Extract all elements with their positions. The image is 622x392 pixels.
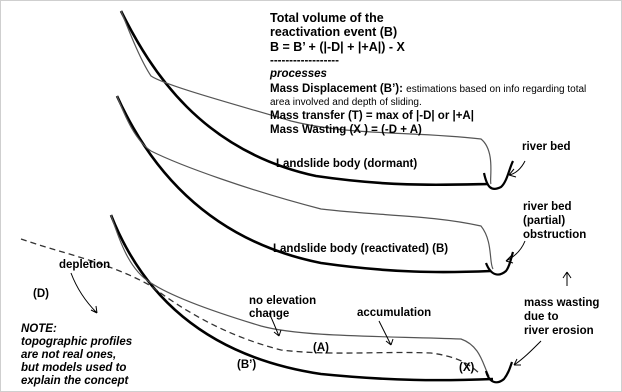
accumulation-label: accumulation	[357, 307, 432, 319]
note-heading: NOTE:	[21, 323, 57, 335]
processes-heading: processes	[270, 68, 327, 80]
profile-3-mass-wasting-arrow	[513, 340, 542, 366]
profile-2-up-arrow	[562, 271, 572, 286]
profile-3-depletion-arrow	[70, 272, 98, 314]
mass-displacement-label: Mass Displacement (B’):	[270, 83, 403, 95]
mass-displacement-desc-2: area involved and depth of sliding.	[270, 97, 422, 108]
profile-2-topography	[116, 95, 494, 270]
river-bed-label-1: river bed	[522, 141, 571, 153]
d-marker: (D)	[33, 288, 49, 300]
profile-3-new-topography	[110, 214, 490, 377]
landslide-dormant-label: Landslide body (dormant)	[276, 158, 418, 170]
note-line-2: topographic profiles	[21, 336, 133, 348]
profile-3-no-change-arrow	[268, 312, 282, 337]
formula-separator: ------------------	[270, 55, 339, 67]
profile-3-accumulation-arrow	[378, 320, 394, 346]
formula-equation: B = B’ + (|-D| + |+A|) - X	[270, 40, 405, 54]
note-line-4: but models used to	[21, 362, 127, 374]
profile-2-failure-surface	[115, 95, 492, 274]
note-line-5: explain the concept	[21, 375, 129, 387]
mass-wasting-label-1: mass wasting	[524, 297, 600, 309]
obstruction-label: obstruction	[523, 229, 587, 241]
no-elevation-label-1: no elevation	[249, 295, 317, 307]
formula-title-line-2: reactivation event (B)	[270, 25, 398, 39]
profile-3-failure-surface	[109, 214, 494, 382]
profile-2-river-arrow	[505, 240, 526, 264]
profile-1-failure-surface	[119, 10, 489, 187]
mass-displacement-desc-1: estimations based on info regarding tota…	[406, 84, 587, 95]
landslide-reactivated-label: Landslide body (reactivated) (B)	[273, 243, 449, 255]
b-prime-marker: (B’)	[237, 359, 257, 371]
mass-wasting-formula: Mass Wasting (X ) = (-D + A)	[270, 124, 422, 136]
note-line-3: are not real ones,	[21, 349, 117, 361]
profile-1-river-bed	[482, 160, 514, 190]
profile-1-river-arrow	[508, 160, 526, 178]
mass-wasting-label-3: river erosion	[524, 325, 594, 337]
x-marker: (X)	[459, 362, 475, 374]
profile-3-old-topography-dashed	[20, 238, 480, 374]
formula-title-line-1: Total volume of the	[270, 11, 384, 25]
mass-wasting-label-2: due to	[524, 311, 559, 323]
river-bed-label-2: river bed	[523, 201, 572, 213]
profile-1-topography	[120, 10, 492, 185]
a-marker: (A)	[313, 342, 329, 354]
partial-label: (partial)	[523, 215, 566, 227]
depletion-label: depletion	[59, 259, 111, 271]
mass-transfer-line: Mass transfer (T) = max of |-D| or |+A|	[270, 110, 474, 122]
mass-displacement-line: Mass Displacement (B’): estimations base…	[270, 83, 586, 96]
no-elevation-label-2: change	[249, 308, 290, 320]
profile-3-river-bed	[484, 361, 514, 384]
